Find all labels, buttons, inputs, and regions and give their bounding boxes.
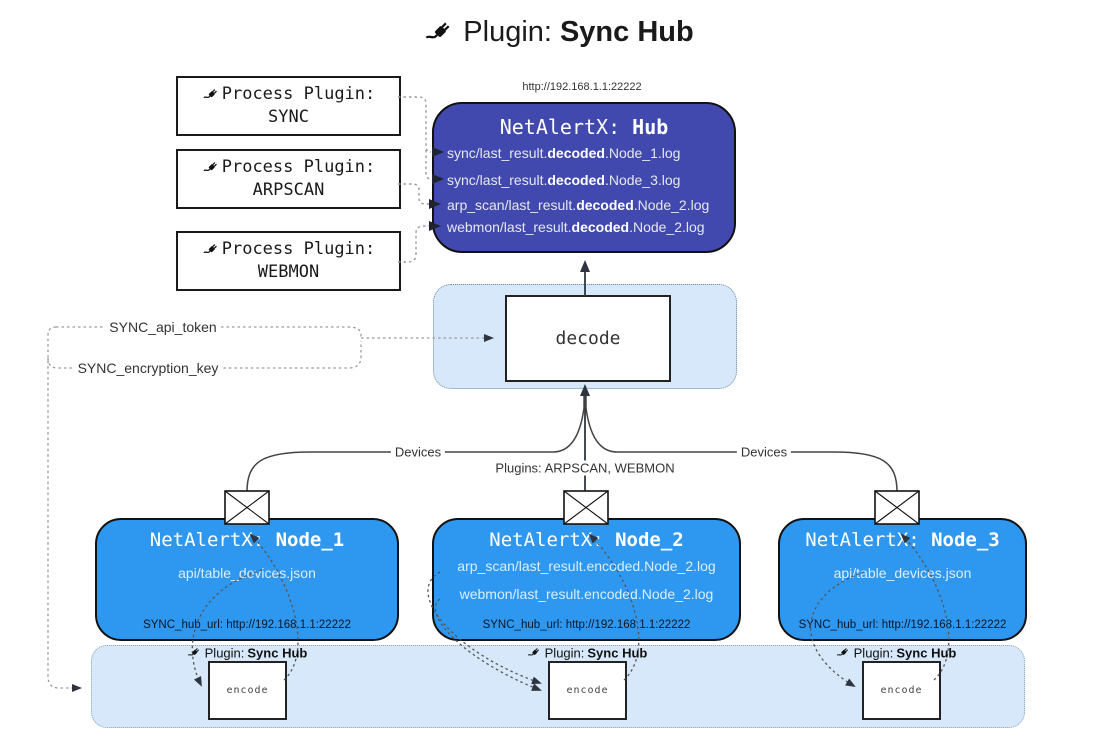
process-plugin-box-webmon: Process Plugin: WEBMON bbox=[176, 231, 401, 291]
edge-process-to-hub bbox=[398, 96, 432, 263]
node-hub-url: SYNC_hub_url: http://192.168.1.1:22222 bbox=[482, 619, 691, 631]
node-title: NetAlertX: Node_3 bbox=[805, 529, 1000, 551]
title-label: Plugin: bbox=[463, 16, 552, 48]
encode-plugin-label: Plugin:Sync Hub bbox=[187, 646, 307, 661]
label-sync-encryption-key: SYNC_encryption_key bbox=[73, 360, 223, 376]
decode-box: decode bbox=[505, 295, 671, 382]
node-box-node2: NetAlertX: Node_2 arp_scan/last_result.e… bbox=[432, 518, 741, 641]
plug-icon bbox=[527, 648, 540, 656]
plug-icon bbox=[836, 648, 849, 656]
process-plugin-box-sync: Process Plugin: SYNC bbox=[176, 76, 401, 136]
node-box-node3: NetAlertX: Node_3 api/table_devices.json… bbox=[778, 518, 1027, 641]
process-plugin-name: ARPSCAN bbox=[252, 180, 325, 200]
process-plugin-label: Process Plugin: bbox=[221, 157, 376, 178]
node-title: NetAlertX: Node_1 bbox=[149, 529, 345, 551]
plug-icon bbox=[187, 648, 200, 656]
plug-icon bbox=[203, 161, 217, 171]
node-hub-url: SYNC_hub_url: http://192.168.1.1:22222 bbox=[798, 619, 1007, 631]
hub-url: http://192.168.1.1:22222 bbox=[522, 81, 642, 93]
hub-file-line: arp_scan/last_result.decoded.Node_2.log bbox=[447, 197, 710, 213]
page-title: Plugin: Sync Hub bbox=[0, 16, 1117, 49]
title-name: Sync Hub bbox=[559, 16, 694, 48]
label-sync-api-token: SYNC_api_token bbox=[105, 319, 221, 335]
plug-icon bbox=[203, 243, 217, 253]
label-devices-left: Devices bbox=[390, 444, 446, 460]
label-plugins: Plugins: ARPSCAN, WEBMON bbox=[491, 460, 679, 476]
process-plugin-label: Process Plugin: bbox=[221, 84, 376, 105]
plug-icon bbox=[203, 88, 217, 98]
process-plugin-name: SYNC bbox=[268, 107, 309, 127]
hub-file-line: sync/last_result.decoded.Node_1.log bbox=[447, 145, 681, 161]
label-devices-right: Devices bbox=[736, 444, 792, 460]
node-file-line: api/table_devices.json bbox=[833, 565, 972, 581]
process-plugin-label: Process Plugin: bbox=[221, 239, 376, 260]
edge-nodes-to-decode bbox=[246, 396, 898, 493]
node-hub-url: SYNC_hub_url: http://192.168.1.1:22222 bbox=[143, 619, 351, 631]
node-box-node1: NetAlertX: Node_1 api/table_devices.json… bbox=[95, 518, 399, 641]
hub-box: NetAlertX: Hub sync/last_result.decoded.… bbox=[432, 102, 736, 253]
encode-box: encode bbox=[548, 661, 627, 720]
process-plugin-box-arpscan: Process Plugin: ARPSCAN bbox=[176, 149, 401, 209]
node-title: NetAlertX: Node_2 bbox=[489, 529, 684, 551]
hub-title: NetAlertX: Hub bbox=[434, 115, 734, 139]
encode-box: encode bbox=[862, 661, 941, 720]
encode-plugin-label: Plugin:Sync Hub bbox=[527, 646, 647, 661]
encode-plugin-label: Plugin:Sync Hub bbox=[836, 646, 956, 661]
plug-icon bbox=[425, 21, 450, 39]
hub-file-line: webmon/last_result.decoded.Node_2.log bbox=[447, 219, 705, 235]
hub-title-name: Hub bbox=[632, 115, 669, 139]
node-file-line: webmon/last_result.encoded.Node_2.log bbox=[459, 586, 714, 602]
node-file-line: api/table_devices.json bbox=[178, 565, 316, 581]
hub-title-label: NetAlertX: bbox=[499, 115, 621, 139]
encode-box: encode bbox=[208, 661, 287, 720]
node-file-line: arp_scan/last_result.encoded.Node_2.log bbox=[457, 558, 716, 574]
hub-file-line: sync/last_result.decoded.Node_3.log bbox=[447, 172, 681, 188]
process-plugin-name: WEBMON bbox=[257, 262, 320, 282]
